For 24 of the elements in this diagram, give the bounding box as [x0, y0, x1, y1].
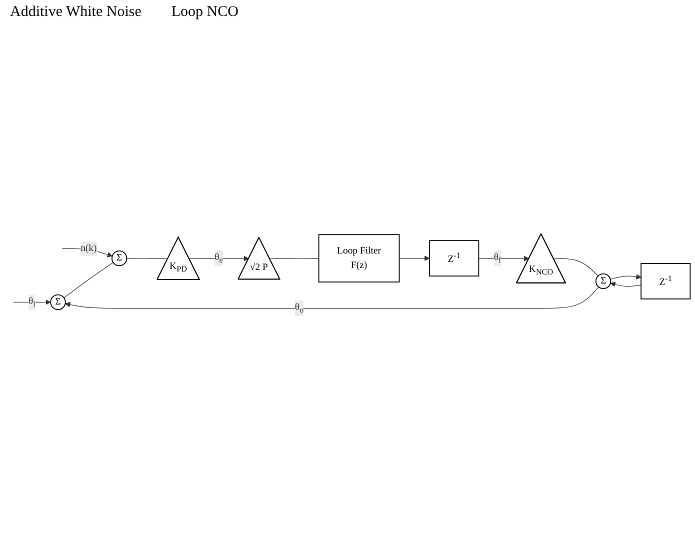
connector — [64, 262, 114, 298]
arrow — [188, 256, 250, 262]
edge-label: θ$_{e}$ — [214, 252, 223, 264]
note-label: Additive White Noise — [10, 4, 142, 21]
connector — [126, 258, 168, 259]
edge-label: n(k) — [80, 243, 97, 254]
node-circle: Σ — [50, 294, 66, 310]
arrow — [478, 256, 530, 262]
node-box: Z$^{-1}$ — [640, 263, 691, 300]
edge-label: θ$_{f}$ — [494, 252, 502, 264]
arrow — [13, 300, 51, 305]
arrow — [398, 256, 430, 261]
arrow — [610, 274, 642, 280]
node-box: Loop Filter F(z) — [318, 234, 400, 282]
node-circle: Σ — [111, 250, 128, 266]
connector — [553, 258, 598, 276]
edge-label: θ$_{i}$ — [28, 296, 36, 308]
edge-label: θ$_{o}$ — [294, 302, 304, 314]
node-box: Z$^{-1}$ — [429, 240, 480, 276]
node-circle: Σ — [595, 273, 612, 290]
arrow — [65, 286, 599, 309]
arrow — [610, 282, 642, 287]
connector — [269, 258, 320, 259]
note-label: Loop NCO — [171, 4, 238, 21]
